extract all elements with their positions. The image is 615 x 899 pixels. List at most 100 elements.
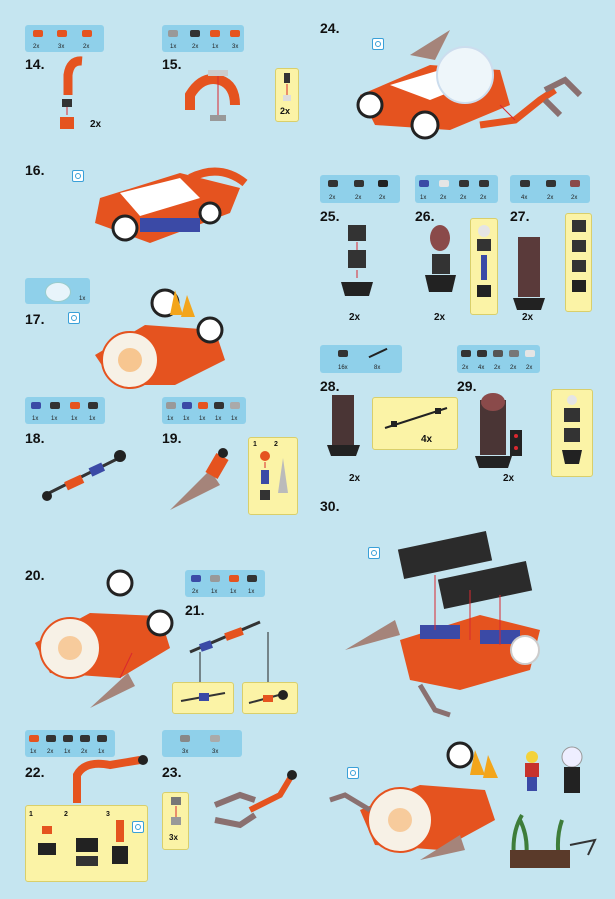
rotate-model-icon <box>132 821 144 833</box>
part-brick-icon <box>180 735 190 742</box>
step-number-21: 21. <box>185 602 205 618</box>
part-brick-icon <box>230 402 240 409</box>
part-brick-icon <box>210 30 220 37</box>
part-brick-icon <box>33 30 43 37</box>
part-brick-icon <box>166 402 176 409</box>
step-number-29: 29. <box>457 378 477 394</box>
multiplier-23: 3x <box>169 833 178 842</box>
callout-step-28: 4x <box>372 397 458 450</box>
drill-arm-illustration <box>170 448 229 510</box>
rotate-model-icon <box>368 547 380 559</box>
part-brick-icon <box>461 350 471 357</box>
part-count: 2x <box>440 195 447 201</box>
step-number-20: 20. <box>25 567 45 583</box>
part-count: 2x <box>329 195 336 201</box>
callout-step-19: 1 2 <box>248 437 298 515</box>
step-number-18: 18. <box>25 430 45 446</box>
part-count: 2x <box>526 365 533 371</box>
part-brick-icon <box>80 735 90 742</box>
part-brick-icon <box>214 402 224 409</box>
part-brick-icon <box>168 30 178 37</box>
substep-number: 1 <box>253 441 257 448</box>
part-count: 1x <box>212 44 219 50</box>
build-illustration-step-27 <box>513 237 545 310</box>
callout-step-27 <box>565 213 592 312</box>
step-number-27: 27. <box>510 208 530 224</box>
rotate-model-icon <box>72 170 84 182</box>
substep-parts-icon <box>260 451 288 500</box>
build-illustration-step-26 <box>425 225 456 292</box>
part-count: 3x <box>212 749 219 755</box>
part-count: 2x <box>480 195 487 201</box>
part-brick-icon <box>419 180 429 187</box>
parts-list-step-17: 1x <box>25 278 90 304</box>
part-count: 3x <box>182 749 189 755</box>
callout-step-21-left <box>172 682 234 714</box>
part-count: 2x <box>83 44 90 50</box>
step-number-17: 17. <box>25 311 45 327</box>
part-brick-icon <box>198 402 208 409</box>
part-count: 1x <box>30 749 37 755</box>
part-count: 1x <box>248 589 255 595</box>
part-brick-icon <box>63 735 73 742</box>
part-brick-icon <box>97 735 107 742</box>
build-illustration-step-14 <box>60 56 83 129</box>
minifigures-illustration <box>510 746 597 868</box>
callout-step-26 <box>470 218 498 315</box>
step-number-19: 19. <box>162 430 182 446</box>
stack-parts-icon <box>562 395 582 464</box>
part-count: 1x <box>420 195 427 201</box>
part-brick-icon <box>191 575 201 582</box>
part-count: 1x <box>230 589 237 595</box>
axle-pins-icon <box>384 407 448 429</box>
callout-step-22: 1 2 3 <box>25 805 148 882</box>
stack-parts-icon <box>572 220 586 292</box>
multiplier-27: 2x <box>522 312 534 323</box>
part-count: 1x <box>51 416 58 422</box>
part-brick-icon <box>525 350 535 357</box>
part-count: 2x <box>47 749 54 755</box>
callout-step-23: 3x <box>162 792 189 850</box>
axle-stack-icon <box>477 225 491 297</box>
part-count: 1x <box>71 416 78 422</box>
part-brick-icon <box>520 180 530 187</box>
parts-list-step-29: 2x 4x 2x 2x 2x <box>457 345 540 373</box>
parts-list-step-19: 1x 1x 1x 1x 1x <box>162 397 246 424</box>
substep-number: 1 <box>29 811 33 818</box>
part-brick-icon <box>509 350 519 357</box>
hinge-parts-icon <box>171 797 181 825</box>
part-brick-icon <box>570 180 580 187</box>
build-illustration-step-21 <box>189 620 269 684</box>
part-count: 2x <box>510 365 517 371</box>
part-count: 2x <box>192 589 199 595</box>
part-brick-icon <box>439 180 449 187</box>
multiplier-28: 2x <box>349 473 361 484</box>
parts-list-step-28: 16x 8x <box>320 345 402 373</box>
part-count: 1x <box>79 296 86 302</box>
substep-number: 2 <box>64 811 68 818</box>
rotate-model-icon <box>68 312 80 324</box>
multiplier-25: 2x <box>349 312 361 323</box>
parts-list-step-27: 4x 2x 2x <box>510 175 590 203</box>
part-count: 1x <box>89 416 96 422</box>
part-brick-icon <box>88 402 98 409</box>
part-brick-icon <box>479 180 489 187</box>
part-count: 1x <box>211 589 218 595</box>
step-number-24: 24. <box>320 20 340 36</box>
step-number-26: 26. <box>415 208 435 224</box>
part-count: 1x <box>215 416 222 422</box>
multiplier-28-axle: 4x <box>421 434 433 445</box>
part-count: 1x <box>98 749 105 755</box>
part-brick-icon <box>70 402 80 409</box>
part-count: 2x <box>571 195 578 201</box>
part-count: 2x <box>379 195 386 201</box>
part-count: 1x <box>32 416 39 422</box>
part-count: 1x <box>167 416 174 422</box>
build-illustration-step-17 <box>95 288 225 389</box>
part-brick-icon <box>190 30 200 37</box>
step-number-25: 25. <box>320 208 340 224</box>
part-brick-icon <box>182 402 192 409</box>
parts-list-step-15: 1x 2x 1x 3x <box>162 25 244 52</box>
part-count: 1x <box>199 416 206 422</box>
build-illustration-step-28 <box>327 395 360 456</box>
